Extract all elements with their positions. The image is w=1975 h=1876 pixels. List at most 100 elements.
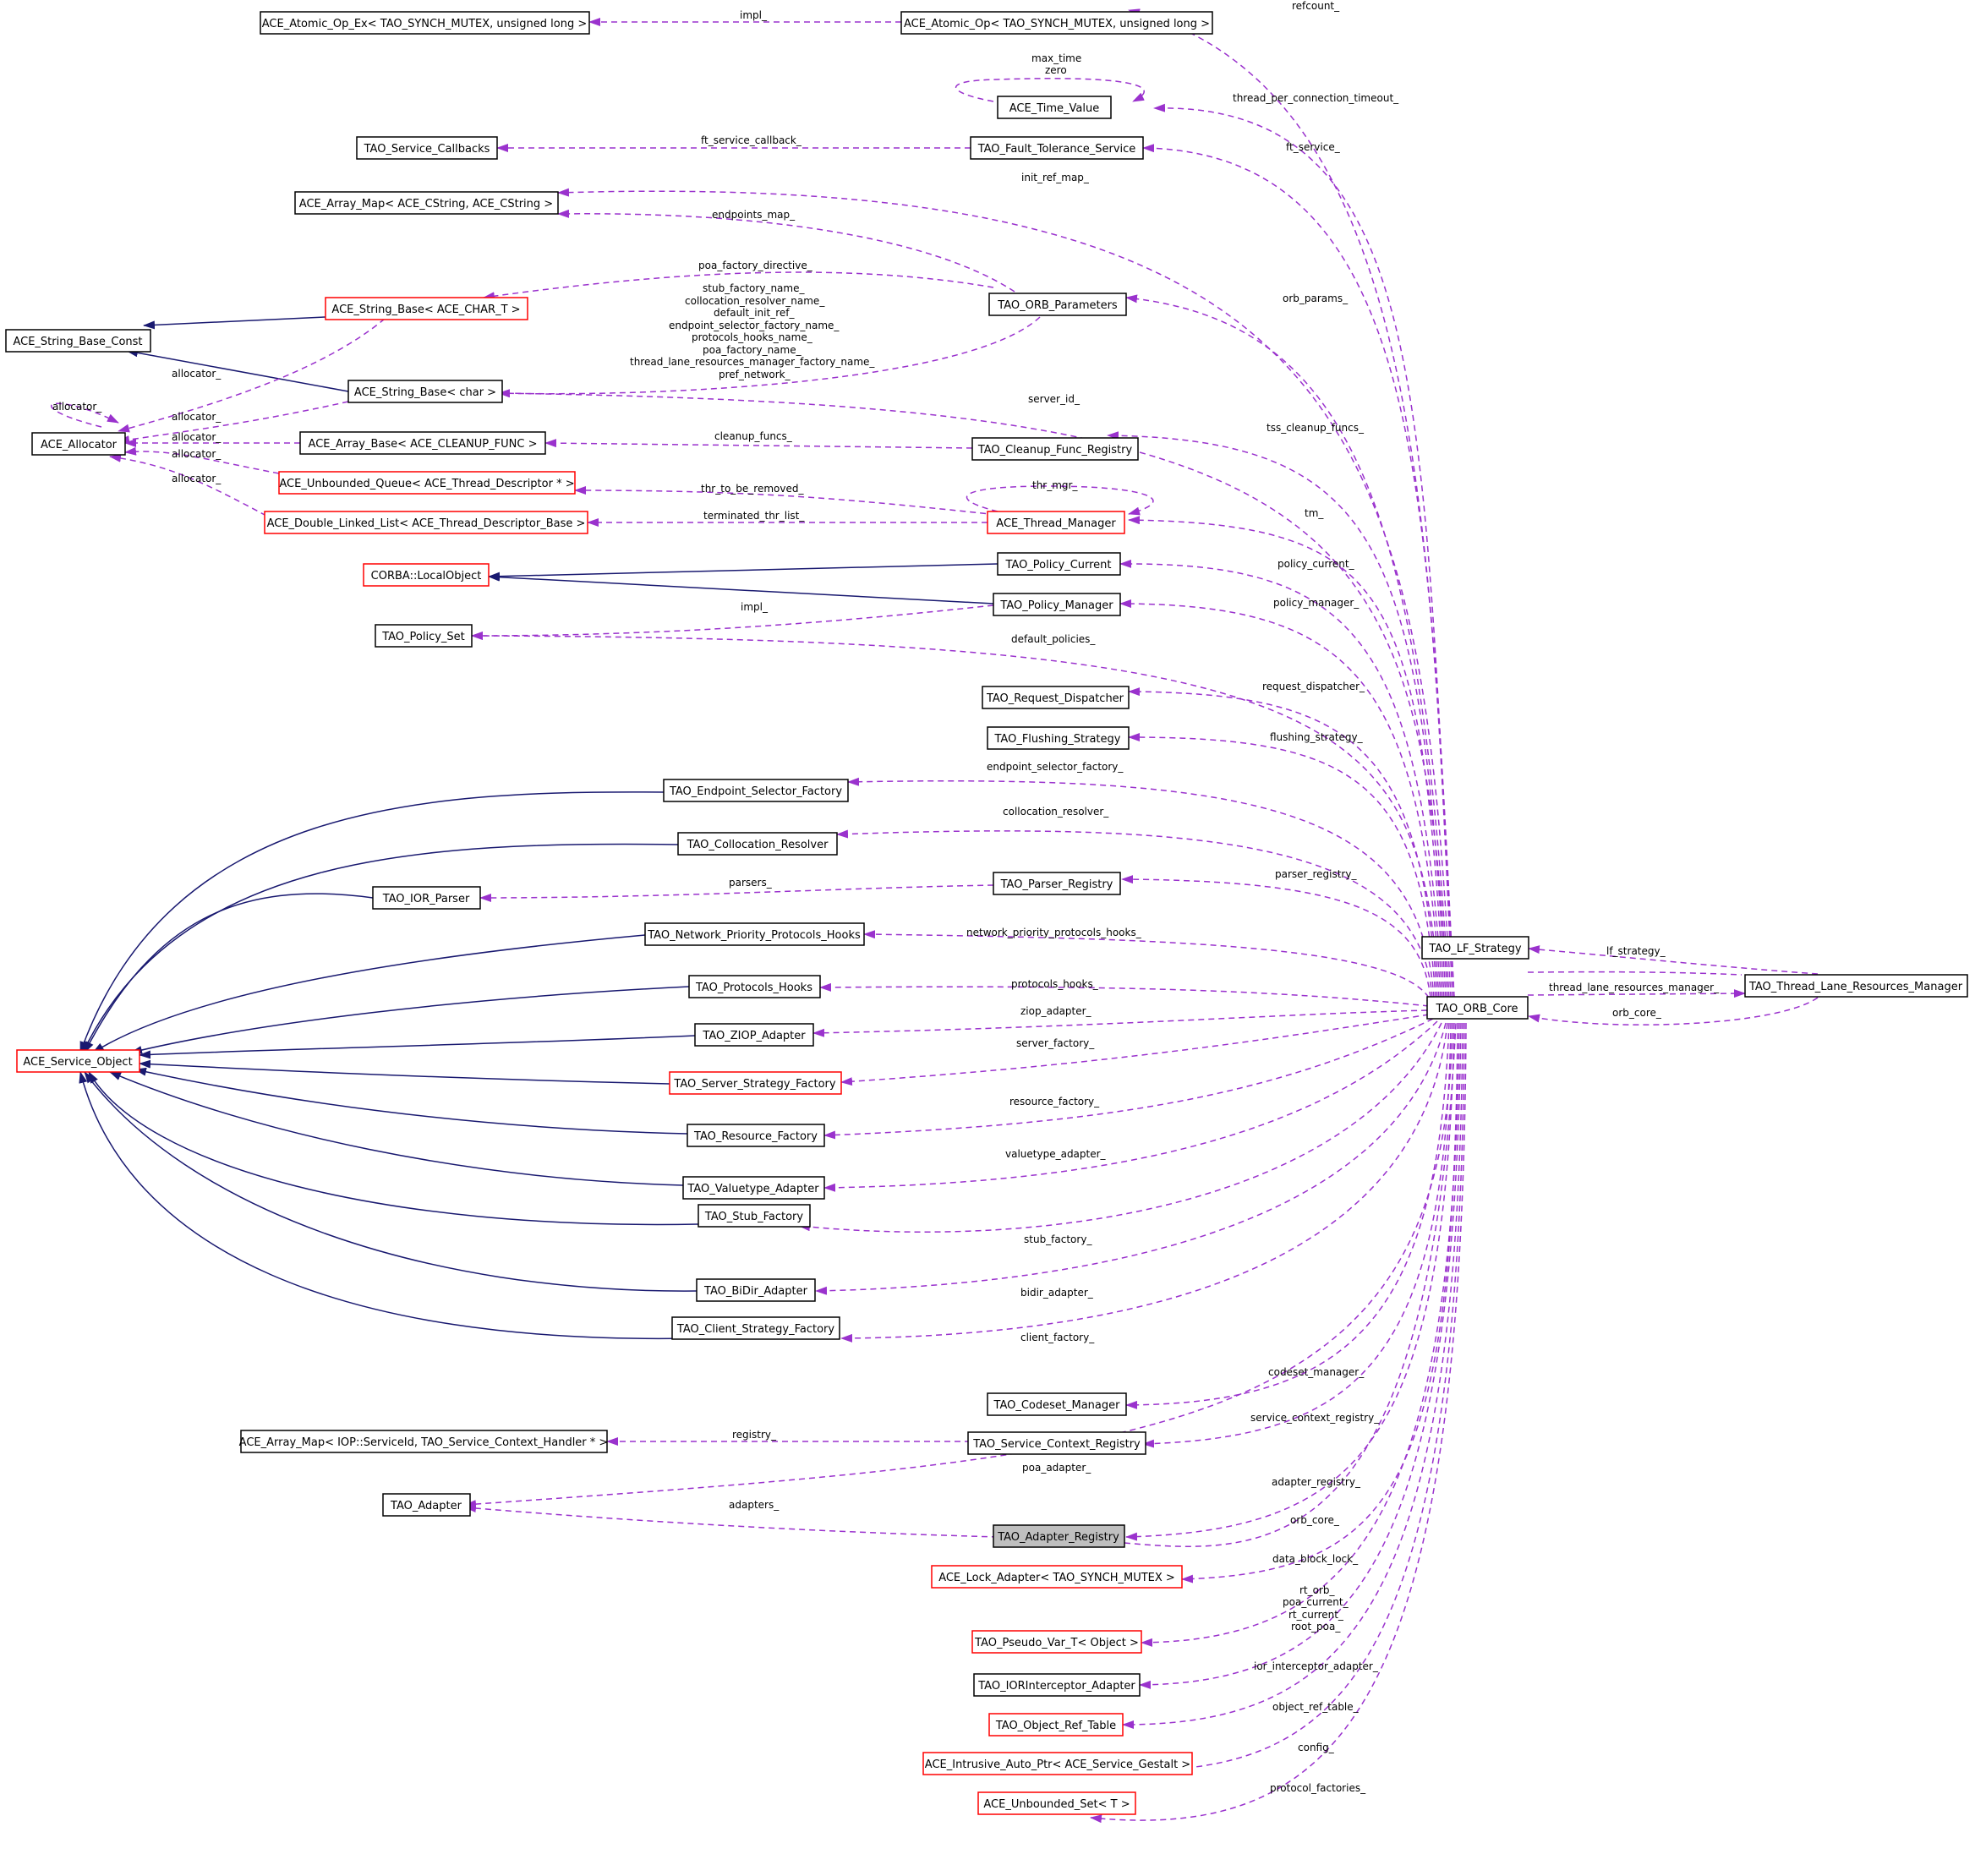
- class-node-fault-tolerance[interactable]: TAO_Fault_Tolerance_Service: [970, 136, 1144, 160]
- uses-edge: [812, 1009, 1428, 1037]
- class-node-endpoint-selector-factory[interactable]: TAO_Endpoint_Selector_Factory: [663, 779, 849, 802]
- edge-label: endpoint_selector_factory_: [987, 761, 1124, 773]
- class-node-policy-current[interactable]: TAO_Policy_Current: [997, 552, 1121, 576]
- class-node-orb-core[interactable]: TAO_ORB_Core: [1426, 996, 1529, 1020]
- class-node-array-map-cstring[interactable]: ACE_Array_Map< ACE_CString, ACE_CString …: [294, 191, 559, 215]
- class-node-atomic-op-ex[interactable]: ACE_Atomic_Op_Ex< TAO_SYNCH_MUTEX, unsig…: [260, 11, 590, 35]
- edge-label: orb_params_: [1283, 293, 1349, 304]
- svg-text:TAO_Service_Context_Registry: TAO_Service_Context_Registry: [972, 1438, 1141, 1451]
- class-node-iorinterceptor-adapter[interactable]: TAO_IORInterceptor_Adapter: [973, 1673, 1141, 1697]
- class-node-service-object[interactable]: ACE_Service_Object: [16, 1049, 140, 1073]
- svg-text:ACE_Lock_Adapter< TAO_SYNCH_MU: ACE_Lock_Adapter< TAO_SYNCH_MUTEX >: [938, 1572, 1175, 1584]
- svg-text:ACE_Atomic_Op_Ex< TAO_SYNCH_MU: ACE_Atomic_Op_Ex< TAO_SYNCH_MUTEX, unsig…: [262, 18, 587, 30]
- class-node-intrusive-auto-ptr[interactable]: ACE_Intrusive_Auto_Ptr< ACE_Service_Gest…: [922, 1752, 1193, 1775]
- class-node-collocation-resolver[interactable]: TAO_Collocation_Resolver: [677, 832, 838, 856]
- svg-text:ACE_String_Base< char >: ACE_String_Base< char >: [354, 386, 496, 399]
- class-node-stub-factory[interactable]: TAO_Stub_Factory: [698, 1204, 811, 1228]
- edge-label: ior_interceptor_adapter_: [1254, 1660, 1379, 1672]
- uses-edge: [1141, 1022, 1460, 1647]
- uses-edge: [819, 982, 1430, 1007]
- uses-edge: [1122, 1022, 1463, 1729]
- class-node-protocols-hooks[interactable]: TAO_Protocols_Hooks: [688, 975, 821, 998]
- class-node-time-value[interactable]: ACE_Time_Value: [997, 96, 1112, 119]
- class-node-pseudo-var[interactable]: TAO_Pseudo_Var_T< Object >: [971, 1630, 1142, 1654]
- class-node-codeset-manager[interactable]: TAO_Codeset_Manager: [987, 1392, 1127, 1416]
- class-node-thread-lane[interactable]: TAO_Thread_Lane_Resources_Manager: [1744, 974, 1968, 998]
- inherit-edge: [130, 986, 690, 1054]
- class-node-unbounded-set[interactable]: ACE_Unbounded_Set< T >: [977, 1791, 1136, 1815]
- class-node-thread-manager[interactable]: ACE_Thread_Manager: [987, 511, 1125, 534]
- class-node-cleanup-func-registry[interactable]: TAO_Cleanup_Func_Registry: [971, 437, 1139, 461]
- uses-edge: [1119, 599, 1442, 998]
- edge-label: protocol_factories_: [1270, 1782, 1366, 1794]
- class-node-valuetype-adapter[interactable]: TAO_Valuetype_Adapter: [682, 1176, 825, 1200]
- class-node-service-callbacks[interactable]: TAO_Service_Callbacks: [356, 136, 498, 160]
- edge-label: rt_current_: [1288, 1609, 1344, 1621]
- uses-edge: [498, 316, 1041, 398]
- class-node-request-dispatcher[interactable]: TAO_Request_Dispatcher: [982, 686, 1130, 709]
- edge-label: thread_lane_resources_manager_factory_na…: [630, 356, 875, 368]
- class-node-ior-parser[interactable]: TAO_IOR_Parser: [372, 886, 481, 910]
- uses-edge: [471, 604, 994, 640]
- edge-label: default_init_ref_: [714, 307, 795, 319]
- class-node-network-priority[interactable]: TAO_Network_Priority_Protocols_Hooks: [644, 922, 865, 946]
- class-node-array-map-iop[interactable]: ACE_Array_Map< IOP::ServiceId, TAO_Servi…: [239, 1430, 609, 1453]
- uses-edge: [464, 1022, 1453, 1509]
- class-node-object-ref-table[interactable]: TAO_Object_Ref_Table: [988, 1713, 1124, 1737]
- edge-label: policy_manager_: [1273, 597, 1360, 609]
- inherit-edge: [84, 1071, 698, 1292]
- svg-text:TAO_Service_Callbacks: TAO_Service_Callbacks: [364, 143, 490, 156]
- class-node-atomic-op[interactable]: ACE_Atomic_Op< TAO_SYNCH_MUTEX, unsigned…: [900, 11, 1213, 35]
- uses-edge: [1124, 1022, 1457, 1547]
- class-node-string-base-char[interactable]: ACE_String_Base< char >: [347, 380, 503, 403]
- class-node-adapter[interactable]: TAO_Adapter: [382, 1493, 471, 1517]
- class-node-string-base-char-t[interactable]: ACE_String_Base< ACE_CHAR_T >: [325, 297, 528, 320]
- class-node-parser-registry[interactable]: TAO_Parser_Registry: [993, 872, 1121, 895]
- class-node-resource-factory[interactable]: TAO_Resource_Factory: [687, 1124, 825, 1147]
- class-node-bidir-adapter[interactable]: TAO_BiDir_Adapter: [696, 1278, 816, 1302]
- svg-text:TAO_Parser_Registry: TAO_Parser_Registry: [1000, 878, 1113, 891]
- class-node-lock-adapter[interactable]: ACE_Lock_Adapter< TAO_SYNCH_MUTEX >: [931, 1565, 1183, 1589]
- edge-label: server_factory_: [1016, 1037, 1095, 1049]
- uses-edge: [1107, 431, 1447, 998]
- svg-text:TAO_LF_Strategy: TAO_LF_Strategy: [1428, 943, 1522, 955]
- inherit-edge: [88, 1071, 699, 1226]
- class-node-allocator[interactable]: ACE_Allocator: [31, 432, 126, 456]
- svg-text:ACE_Allocator: ACE_Allocator: [41, 439, 118, 451]
- edge-label: adapter_registry_: [1272, 1476, 1361, 1488]
- edge-label: ft_service_: [1286, 141, 1341, 153]
- class-node-orb-parameters[interactable]: TAO_ORB_Parameters: [988, 293, 1127, 316]
- class-node-double-linked-list[interactable]: ACE_Double_Linked_List< ACE_Thread_Descr…: [264, 511, 588, 534]
- class-node-adapter-registry[interactable]: TAO_Adapter_Registry: [993, 1524, 1125, 1548]
- class-node-policy-manager[interactable]: TAO_Policy_Manager: [993, 593, 1121, 616]
- edge-label: collocation_resolver_: [1003, 806, 1109, 818]
- edge-label: lf_strategy_: [1606, 945, 1666, 957]
- svg-text:ACE_Array_Map< ACE_CString, AC: ACE_Array_Map< ACE_CString, ACE_CString …: [299, 198, 553, 211]
- svg-text:ACE_Intrusive_Auto_Ptr< ACE_Se: ACE_Intrusive_Auto_Ptr< ACE_Service_Gest…: [925, 1758, 1190, 1771]
- svg-text:TAO_ORB_Core: TAO_ORB_Core: [1435, 1003, 1518, 1015]
- edge-label: tss_cleanup_funcs_: [1267, 422, 1365, 434]
- edge-label: tm_: [1305, 507, 1324, 519]
- class-node-lf-strategy[interactable]: TAO_LF_Strategy: [1421, 936, 1529, 960]
- svg-text:TAO_Request_Dispatcher: TAO_Request_Dispatcher: [986, 692, 1124, 705]
- class-node-array-base-cleanup[interactable]: ACE_Array_Base< ACE_CLEANUP_FUNC >: [299, 431, 546, 455]
- class-node-unbounded-queue[interactable]: ACE_Unbounded_Queue< ACE_Thread_Descript…: [278, 471, 576, 495]
- uses-edge: [1527, 989, 1746, 998]
- svg-text:TAO_Valuetype_Adapter: TAO_Valuetype_Adapter: [687, 1183, 819, 1195]
- edge-label: service_context_registry_: [1250, 1412, 1380, 1424]
- edge-label: client_factory_: [1020, 1332, 1095, 1343]
- class-node-ziop-adapter[interactable]: TAO_ZIOP_Adapter: [694, 1023, 814, 1047]
- class-node-service-context-registry[interactable]: TAO_Service_Context_Registry: [967, 1431, 1146, 1455]
- edge-label: root_poa_: [1291, 1621, 1341, 1633]
- class-node-string-base-const[interactable]: ACE_String_Base_Const: [5, 329, 151, 353]
- class-node-flushing-strategy[interactable]: TAO_Flushing_Strategy: [987, 726, 1130, 750]
- class-node-corba-localobject[interactable]: CORBA::LocalObject: [363, 563, 490, 587]
- svg-text:TAO_Thread_Lane_Resources_Mana: TAO_Thread_Lane_Resources_Manager: [1748, 981, 1963, 993]
- svg-text:TAO_Codeset_Manager: TAO_Codeset_Manager: [993, 1399, 1121, 1412]
- class-node-policy-set[interactable]: TAO_Policy_Set: [375, 624, 473, 648]
- class-node-client-strategy[interactable]: TAO_Client_Strategy_Factory: [671, 1316, 840, 1340]
- class-node-server-strategy[interactable]: TAO_Server_Strategy_Factory: [669, 1071, 842, 1095]
- edge-label: protocols_hooks_name_: [692, 331, 813, 343]
- edge-label: thread_per_connection_timeout_: [1233, 92, 1399, 104]
- uses-edge: [124, 446, 280, 474]
